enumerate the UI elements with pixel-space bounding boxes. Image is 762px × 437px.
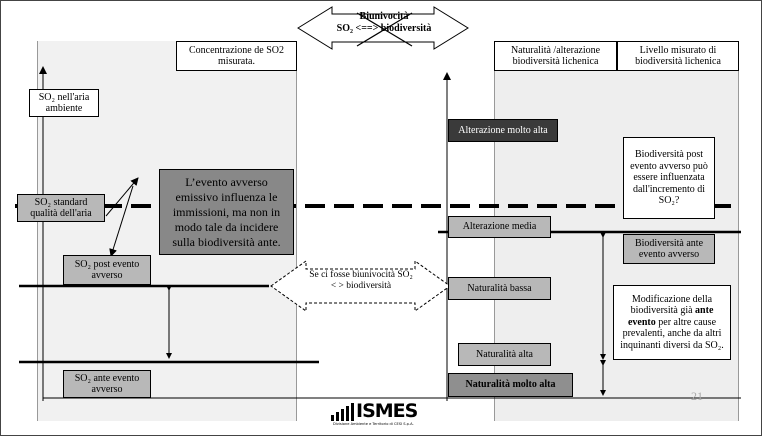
scale-alterazione-media: Alterazione media — [448, 216, 551, 238]
logo-subtitle: Divisione Ambiente e Territorio di CESI … — [333, 422, 414, 426]
modificazione-text: Modificazione della biodiversità già ant… — [620, 293, 724, 351]
arrow-up-from-standard — [105, 177, 139, 217]
scale-naturalita-molto-alta: Naturalità molto alta — [448, 373, 573, 397]
so2-aria-box: SO₂ nell'aria ambiente — [29, 89, 99, 117]
arrow-to-so2-post — [109, 185, 134, 257]
page-number: 21 — [691, 389, 703, 403]
left-panel-title: Concentrazione de SO2 misurata. — [176, 41, 297, 71]
se-ci-fosse-label: Se ci fosse biunivocità SO₂ < > biodiver… — [309, 270, 413, 291]
so2-post-box: SO₂ post evento avverso — [63, 255, 151, 285]
logo-text: ISMES — [356, 400, 418, 422]
evento-box: L’evento avverso emissivo influenza le i… — [159, 169, 294, 255]
ismes-logo: ISMES Divisione Ambiente e Territorio di… — [329, 399, 429, 429]
logo-stripes-icon — [331, 403, 354, 421]
so2-ante-box: SO₂ ante evento avverso — [63, 370, 151, 398]
scale-alterazione-molto-alta: Alterazione molto alta — [448, 119, 558, 142]
scale-naturalita-bassa: Naturalità bassa — [448, 277, 551, 300]
cross-line-2 — [356, 12, 413, 47]
modificazione-box: Modificazione della biodiversità già ant… — [613, 285, 731, 360]
so2-standard-box: SO₂ standard qualità dell'aria — [17, 194, 105, 222]
biodiversita-post-box: Biodiversità post evento avverso può ess… — [623, 137, 715, 219]
scale-naturalita-alta: Naturalità alta — [458, 343, 551, 366]
biodiversita-ante-box: Biodiversità ante evento avverso — [623, 234, 715, 264]
biunivocita-title: Biunivocità — [359, 11, 409, 22]
right-panel-title-alterazione: Naturalità /alterazione biodiversità lic… — [494, 41, 617, 71]
biunivocita-formula: SO₂ <==> biodiversità — [336, 23, 432, 34]
right-panel-title-livello: Livello misurato di biodiversità licheni… — [617, 41, 739, 71]
